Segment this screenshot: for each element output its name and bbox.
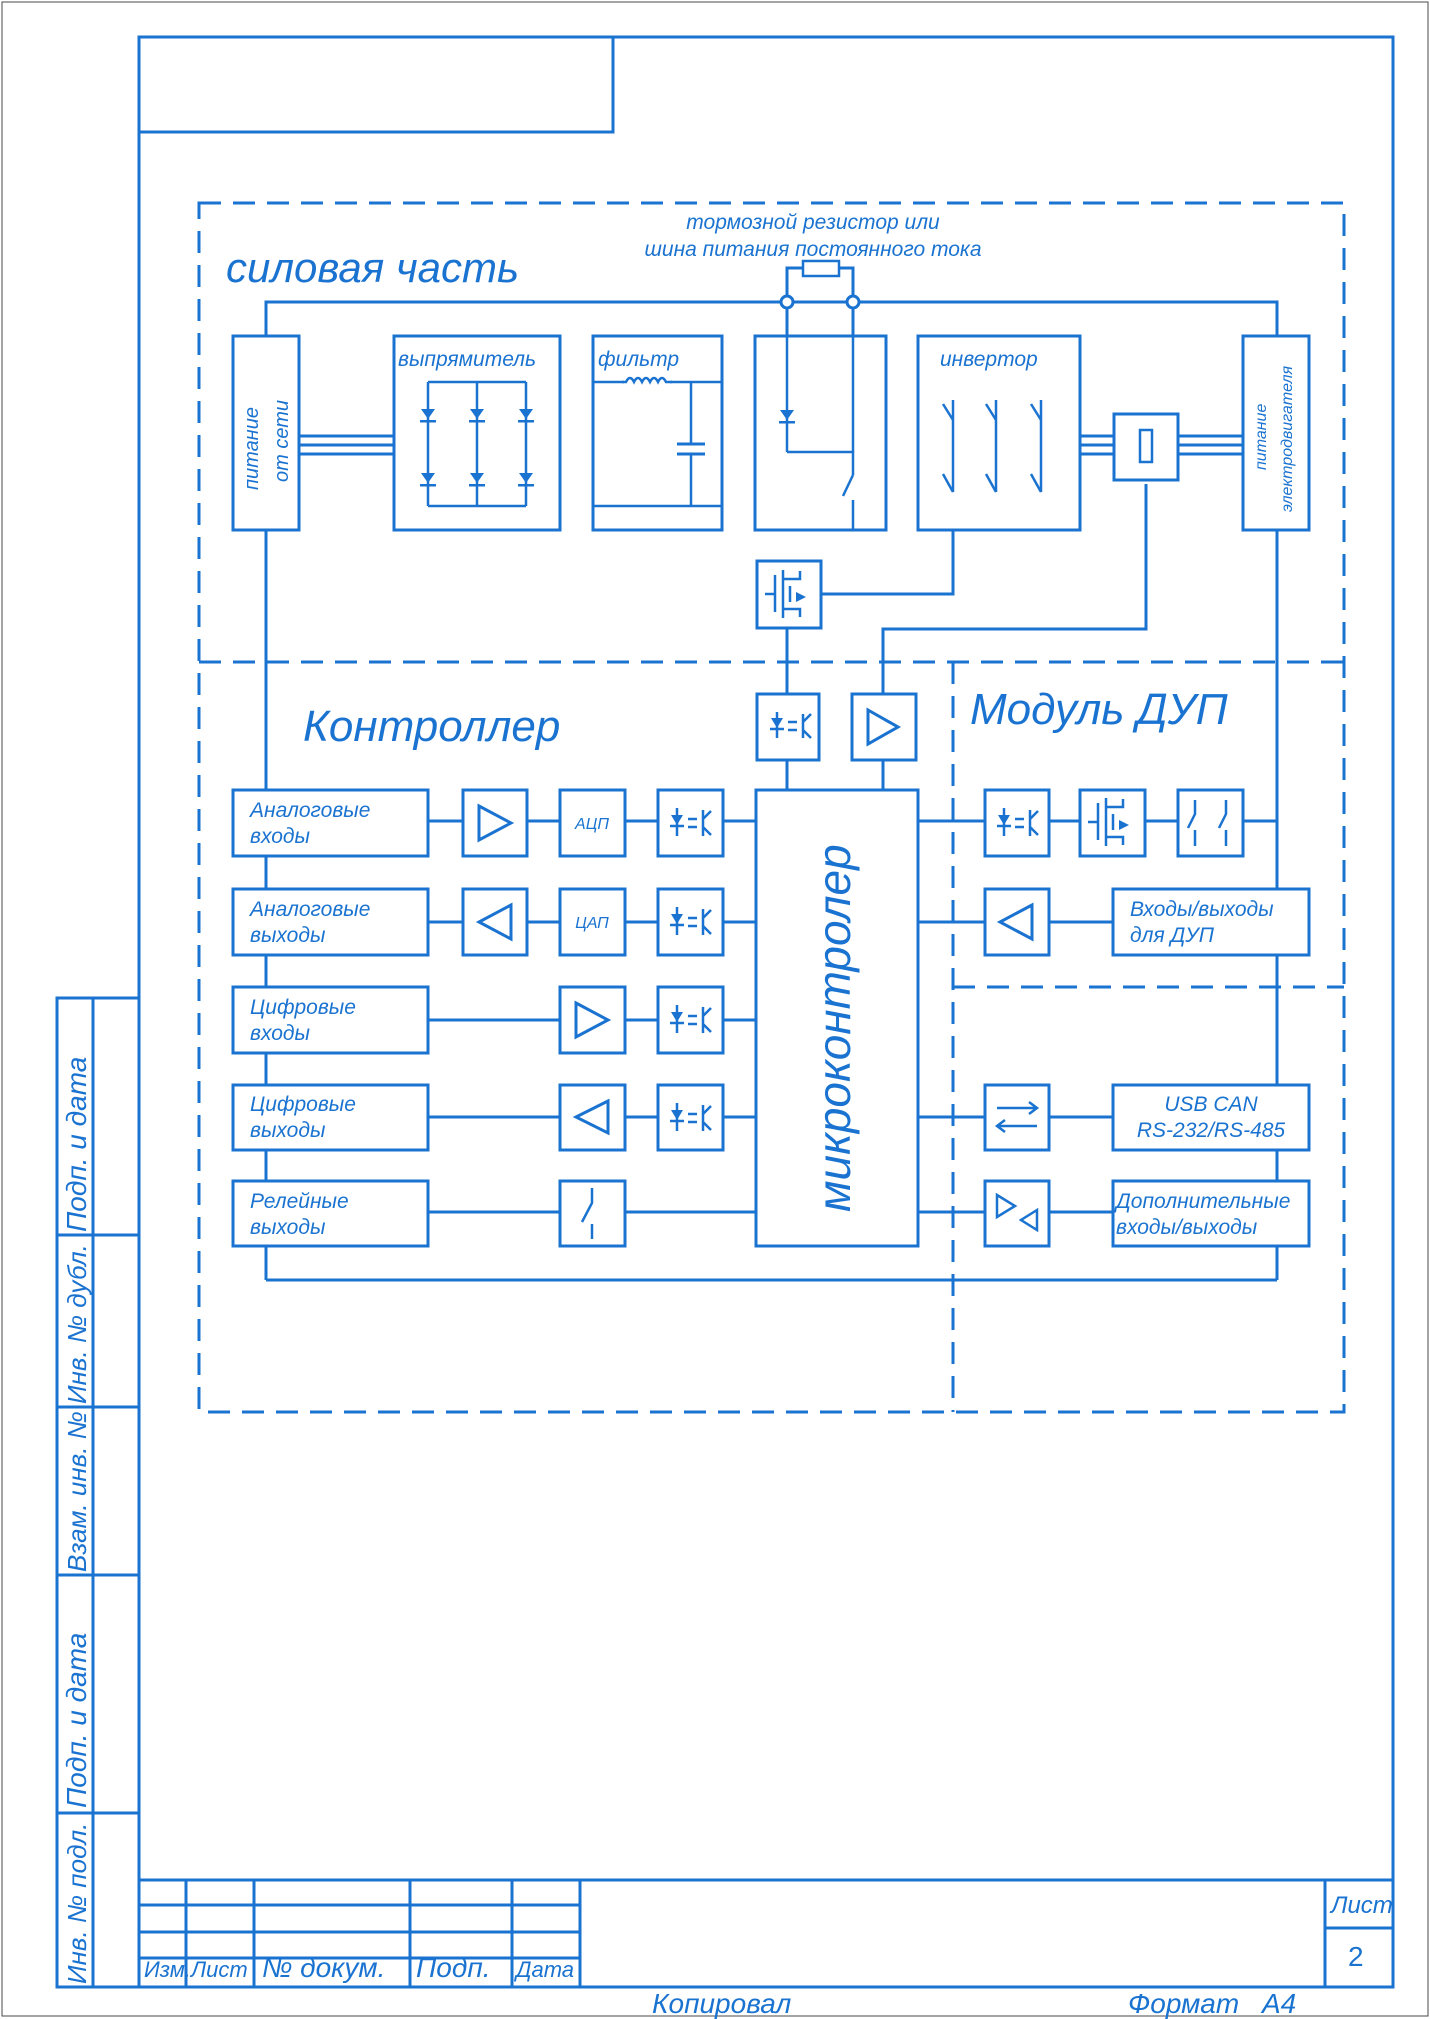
bus-transceiver: [983, 1083, 1051, 1152]
feedback-amplifier: [850, 692, 918, 762]
format-value: А4: [1260, 1988, 1296, 2019]
inverter-block: [916, 334, 1082, 532]
microcontroller-block: [754, 788, 920, 1248]
amp-analog-out: [461, 887, 529, 957]
opto-isolator-row3: [656, 985, 725, 1055]
col-doc-no: № докум.: [262, 1952, 385, 1983]
dup-amp: [983, 887, 1051, 957]
brake-resistor: [801, 259, 841, 278]
side-label-dup-inv: Инв. № дубл.: [62, 1244, 92, 1404]
opto-isolator-row2: [656, 887, 725, 957]
power-title: силовая часть: [226, 244, 519, 291]
side-label-repl-inv: Взам. инв. №: [62, 1411, 92, 1572]
svg-text:выходы: выходы: [250, 1216, 326, 1239]
inverter-label: инвертор: [940, 348, 1038, 371]
svg-text:для ДУП: для ДУП: [1130, 924, 1215, 947]
svg-text:ЦАП: ЦАП: [575, 915, 609, 932]
svg-text:Аналоговые: Аналоговые: [248, 898, 370, 921]
dac-block: ЦАП: [558, 887, 627, 957]
dup-io-block: Входы/выходы для ДУП: [1111, 887, 1311, 957]
filter-block: [591, 334, 724, 532]
current-sensor-block: [1112, 412, 1180, 482]
svg-text:Аналоговые: Аналоговые: [248, 799, 370, 822]
bus-node-right: [845, 294, 861, 310]
svg-text:USB CAN: USB CAN: [1164, 1093, 1258, 1116]
gate-driver-block: [755, 559, 823, 630]
extra-io-block: Дополнительные входы/выходы: [1111, 1179, 1311, 1248]
motor-supply-block: [1241, 334, 1311, 532]
title-block: Изм. Лист № докум. Подп. Дата Лист 2 Коп…: [139, 1878, 1393, 2019]
svg-text:выходы: выходы: [250, 1119, 326, 1142]
filter-label: фильтр: [598, 348, 679, 371]
format-label: Формат: [1128, 1988, 1239, 2019]
relay-switch: [558, 1179, 627, 1248]
svg-text:Входы/выходы: Входы/выходы: [1130, 898, 1274, 921]
col-date: Дата: [513, 1957, 574, 1982]
rectifier-label: выпрямитель: [398, 348, 536, 371]
motor-label-1: питание: [1253, 404, 1270, 470]
side-label-sign-date-2: Подп. и дата: [61, 1633, 92, 1808]
controller-wiring: [266, 760, 1279, 1282]
svg-text:Дополнительные: Дополнительные: [1114, 1190, 1290, 1213]
adc-block: АЦП: [558, 788, 627, 858]
io-block-analog-out: Аналоговые выходы: [231, 887, 430, 957]
svg-text:выходы: выходы: [250, 924, 326, 947]
io-block-analog-in: Аналоговые входы: [231, 788, 430, 858]
col-izm: Изм.: [144, 1957, 191, 1982]
opto-isolator-top: [755, 692, 821, 762]
brake-label-line1: тормозной резистор или: [686, 211, 940, 234]
svg-text:Релейные: Релейные: [250, 1190, 349, 1213]
dashed-regions: [197, 201, 1346, 1414]
bus-interfaces-block: USB CAN RS-232/RS-485: [1111, 1083, 1311, 1152]
extra-io-converter: [983, 1179, 1051, 1248]
col-sign: Подп.: [416, 1952, 491, 1983]
bus-node-left: [779, 294, 795, 310]
io-block-digital-out: Цифровые выходы: [231, 1083, 430, 1152]
svg-text:входы: входы: [250, 825, 311, 848]
svg-text:RS-232/RS-485: RS-232/RS-485: [1137, 1119, 1286, 1142]
dup-title: Модуль ДУП: [970, 685, 1228, 734]
dup-opto-isolator: [983, 788, 1051, 858]
svg-text:входы: входы: [250, 1022, 311, 1045]
io-block-digital-in: Цифровые входы: [231, 985, 430, 1055]
svg-text:Цифровые: Цифровые: [250, 1093, 356, 1116]
amp-analog-in: [461, 788, 529, 858]
microcontroller-label: микроконтролер: [808, 844, 860, 1212]
amp-digital-in: [558, 985, 627, 1055]
opto-isolator-row1: [656, 788, 725, 858]
top-corner-box: [137, 35, 615, 134]
io-block-relay-out: Релейные выходы: [231, 1179, 430, 1248]
sheet-label: Лист: [1329, 1892, 1393, 1919]
col-list: Лист: [189, 1957, 248, 1982]
mains-label-2: от сети: [271, 400, 293, 482]
mains-label-1: питание: [241, 407, 263, 490]
left-stamp-strip: Подп. и дата Инв. № дубл. Взам. инв. № П…: [55, 996, 141, 1989]
amp-digital-out: [558, 1083, 627, 1152]
opto-isolator-row4: [656, 1083, 725, 1152]
svg-text:Цифровые: Цифровые: [250, 996, 356, 1019]
motor-label-2: электродвигателя: [1279, 365, 1296, 512]
svg-text:входы/выходы: входы/выходы: [1116, 1216, 1258, 1239]
copied-label: Копировал: [652, 1988, 791, 2019]
brake-chopper-block: [753, 334, 888, 532]
dup-switch-pair: [1176, 788, 1245, 858]
sheet-number: 2: [1348, 1941, 1364, 1972]
svg-text:АЦП: АЦП: [574, 816, 609, 833]
side-label-orig-inv: Инв. № подл.: [62, 1823, 92, 1984]
rectifier-block: [392, 334, 562, 532]
mains-supply-block: [231, 334, 301, 532]
brake-label-line2: шина питания постоянного тока: [644, 238, 981, 261]
side-label-sign-date-1: Подп. и дата: [61, 1057, 92, 1232]
controller-title: Контроллер: [303, 702, 560, 751]
dup-transistor: [1078, 788, 1147, 858]
